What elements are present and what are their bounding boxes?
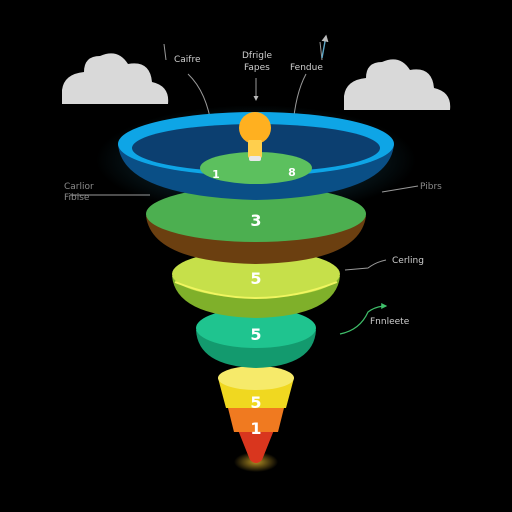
funnel-layer-3 [172,250,340,298]
layer-number-5: 5 [250,393,261,412]
label-top-center-2: Fapes [244,63,270,73]
label-right-low: Fnnleete [370,317,410,327]
layer-number-top-left: 1 [212,168,220,181]
cloud-icon-right [344,59,451,110]
layer-number-2: 3 [250,211,261,230]
layer-number-top-right: 8 [288,166,296,179]
layer-number-3: 5 [250,269,261,288]
label-right-mid: Cerling [392,256,424,266]
label-left-2: Fibise [64,193,90,203]
label-right-upper: Pibrs [420,182,442,192]
cloud-icon-left [62,53,169,104]
funnel-layer-4 [196,308,316,348]
arrow-icon [339,303,388,335]
layer-number-4: 5 [250,325,261,344]
funnel-layer-5-top [218,366,294,390]
label-left-1: Carlior [64,182,94,192]
layer-number-6: 1 [250,419,261,438]
lightbulb-icon [239,112,271,161]
arrow-up-icon [321,34,329,59]
bowl-inner-disc [200,152,312,184]
funnel-layer-3-highlight [174,281,338,299]
funnel-layer-2 [146,186,366,242]
label-top-right: Fendue [290,63,323,73]
label-top-left: Caifre [174,55,201,65]
label-top-center-1: Dfrigle [242,51,273,61]
